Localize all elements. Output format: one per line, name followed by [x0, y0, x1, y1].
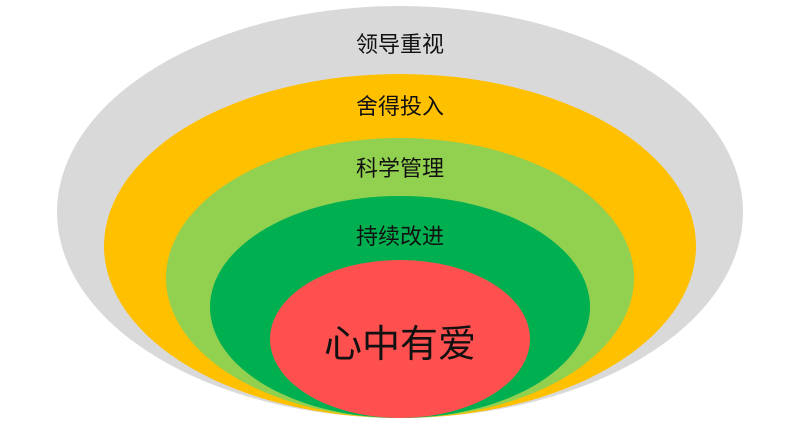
label-improvement: 持续改进: [356, 225, 444, 250]
label-investment: 舍得投入: [356, 95, 444, 120]
label-core-love: 心中有爱: [324, 322, 476, 366]
layer-core-love: 心中有爱: [270, 260, 530, 418]
ellipse-core-love: [270, 260, 530, 418]
label-management: 科学管理: [356, 157, 444, 182]
label-leadership: 领导重视: [356, 33, 444, 58]
